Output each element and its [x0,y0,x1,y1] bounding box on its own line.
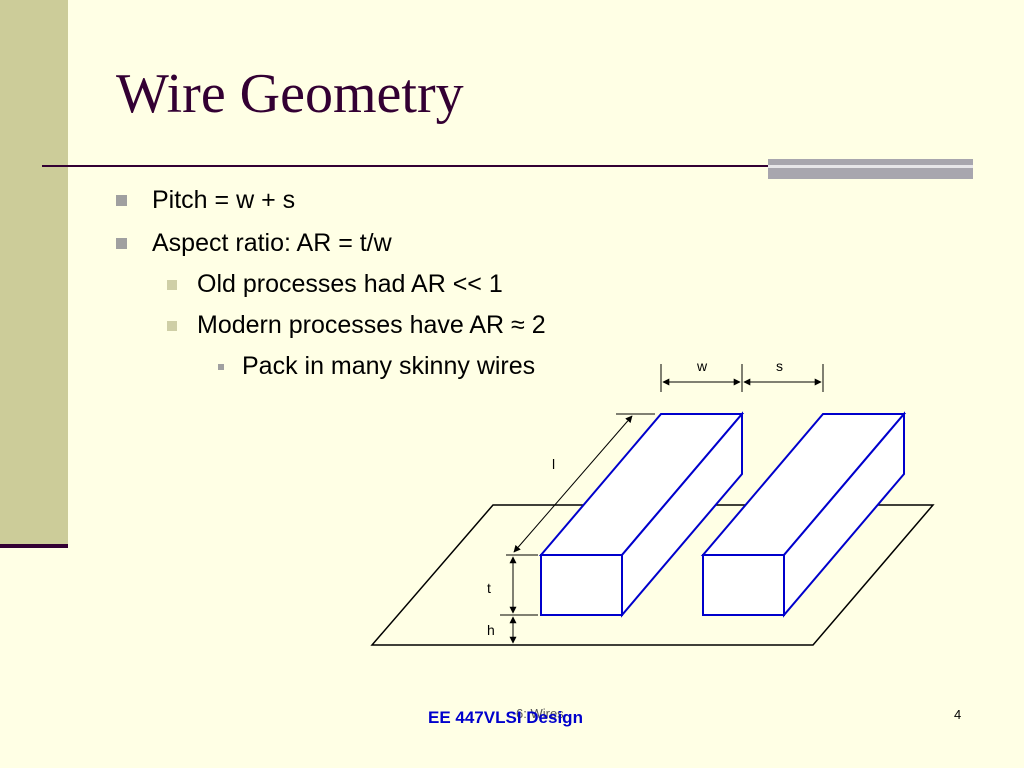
title-accent-bar [768,159,973,179]
wire-2-front [702,554,785,616]
label-t: t [487,580,491,596]
left-decor-band [0,0,68,548]
bullet-pitch: Pitch = w + s [116,186,296,215]
bullet-text: Old processes had AR << 1 [197,270,503,298]
bullet-square-icon [116,195,127,206]
bullet-text: Pitch = w + s [152,186,296,214]
bullet-square-icon [167,280,177,290]
bullet-text: Modern processes have AR ≈ 2 [197,311,546,339]
bullet-square-icon [218,364,224,370]
label-h: h [487,622,495,638]
length-dimension [506,413,655,556]
label-w: w [696,358,708,374]
bullet-modern-processes: Modern processes have AR ≈ 2 [167,311,546,340]
footer-course: EE 447VLSI Design [428,708,583,727]
width-spacing-dimension [660,364,824,392]
bullet-old-processes: Old processes had AR << 1 [167,270,503,299]
page-number: 4 [954,707,962,722]
bullet-square-icon [116,238,127,249]
thickness-height-dimension [500,556,538,646]
slide-title: Wire Geometry [116,63,464,125]
wire-1-front [540,554,623,616]
wire-2 [700,411,907,618]
bullet-square-icon [167,321,177,331]
bullet-text: Aspect ratio: AR = t/w [152,229,392,257]
left-decor-line [0,544,68,548]
bullet-aspect-ratio: Aspect ratio: AR = t/w [116,229,392,258]
label-l: l [552,456,555,472]
title-accent-line [768,165,973,168]
bullet-text: Pack in many skinny wires [242,352,536,380]
footer-topic: 6: Wires [516,706,564,721]
label-s: s [776,358,783,374]
title-rule [42,165,972,167]
bullet-pack-wires: Pack in many skinny wires [218,352,536,381]
